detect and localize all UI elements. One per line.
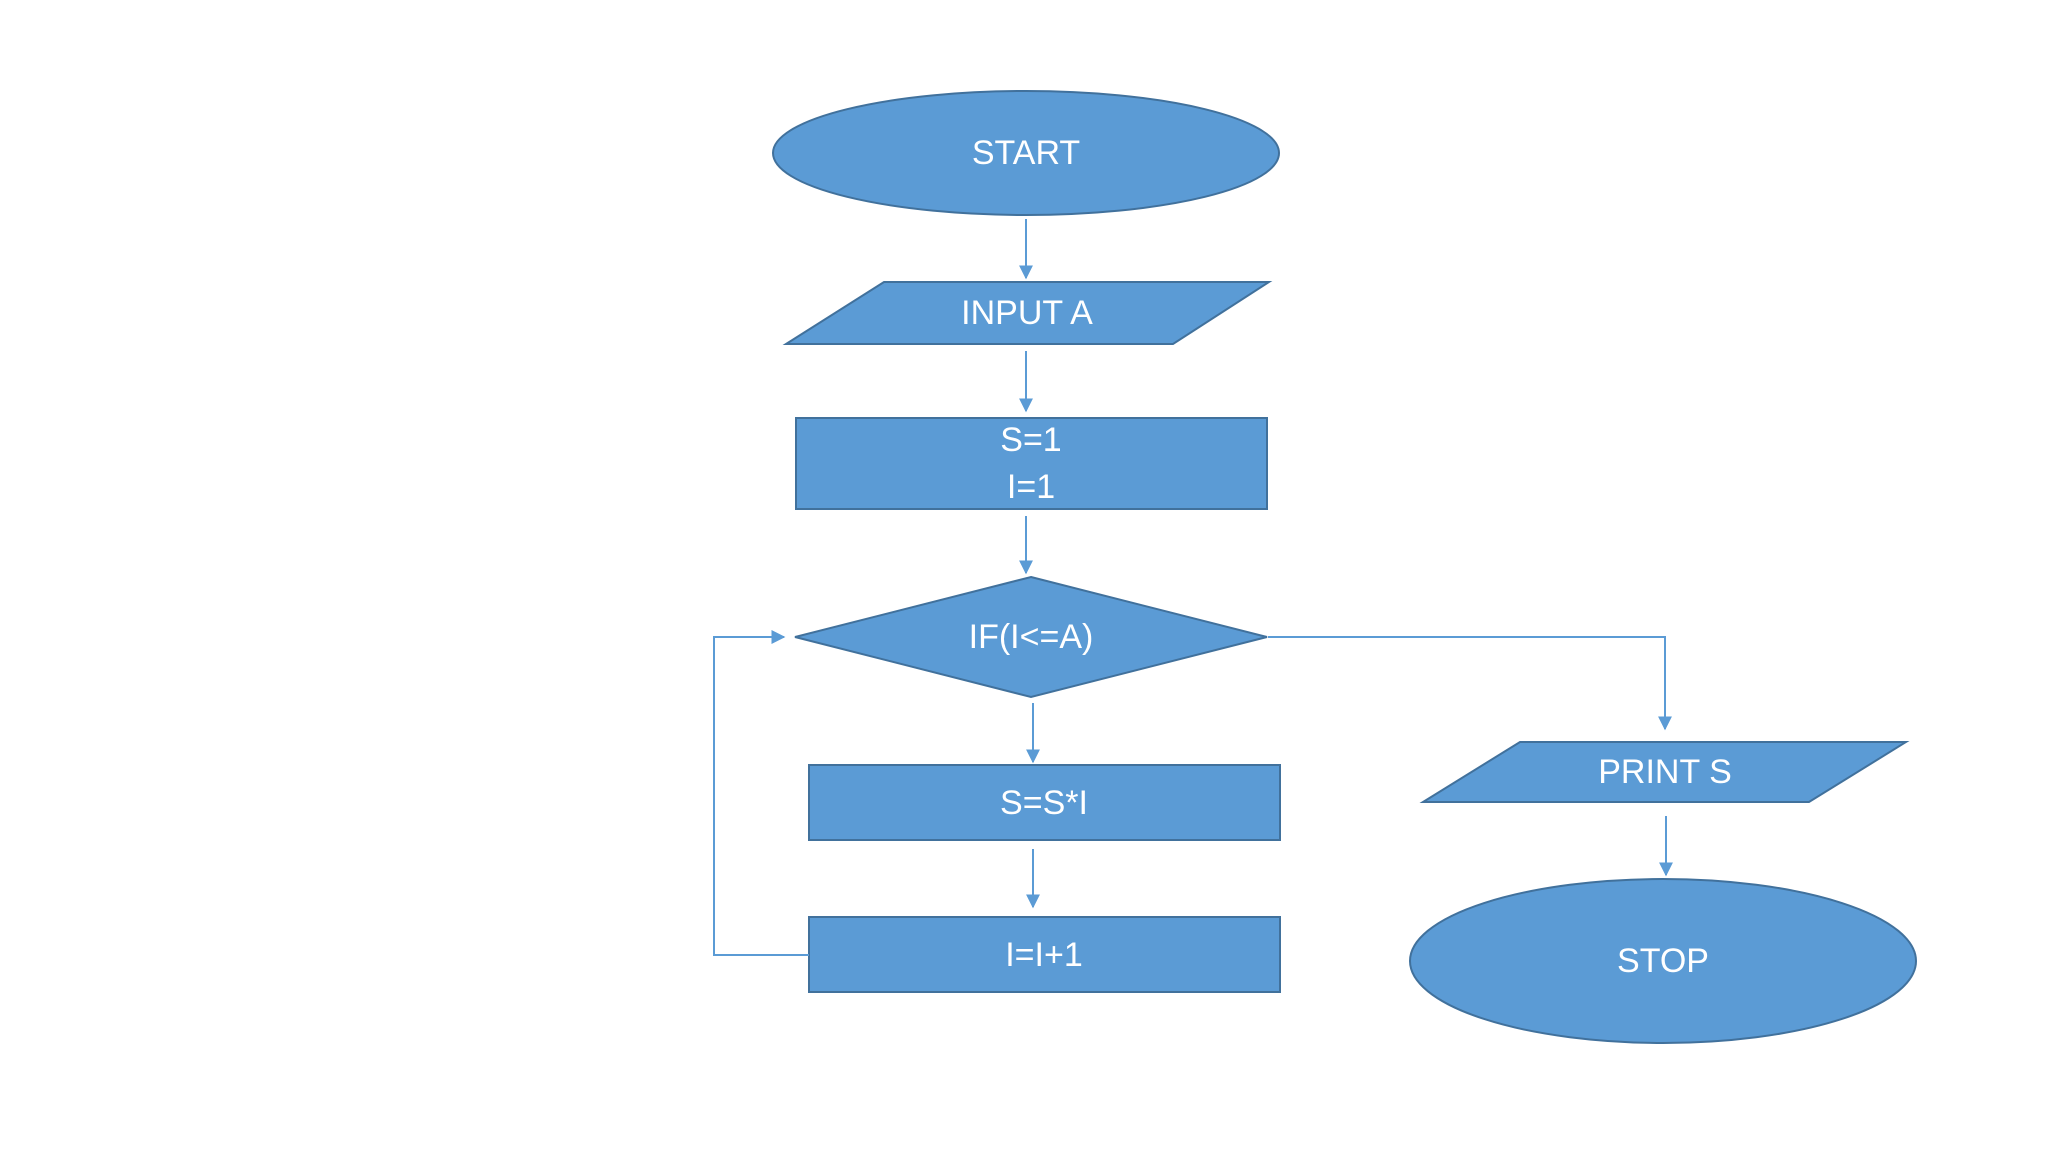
input-label: INPUT A xyxy=(961,294,1093,332)
print-label: PRINT S xyxy=(1598,753,1732,791)
input-parallelogram-shape xyxy=(782,281,1273,345)
stop-label: STOP xyxy=(1617,942,1709,980)
start-label: START xyxy=(972,134,1080,172)
stop-terminal-shape xyxy=(1409,878,1917,1044)
increment-label: I=I+1 xyxy=(1005,936,1083,974)
stop-node: STOP xyxy=(1409,878,1917,1044)
init-i-label: I=1 xyxy=(1007,468,1055,506)
multiply-process-shape xyxy=(808,764,1281,841)
init-process-shape xyxy=(795,417,1268,510)
increment-node: I=I+1 xyxy=(808,916,1281,993)
multiply-label: S=S*I xyxy=(1000,784,1088,822)
init-node: S=1 I=1 xyxy=(795,417,1268,510)
init-s-label: S=1 xyxy=(1000,421,1061,459)
input-node: INPUT A xyxy=(782,281,1273,345)
condition-label: IF(I<=A) xyxy=(969,618,1094,656)
condition-node: IF(I<=A) xyxy=(794,575,1268,699)
start-node: START xyxy=(772,90,1280,216)
multiply-node: S=S*I xyxy=(808,764,1281,841)
start-terminal-shape xyxy=(772,90,1280,216)
print-node: PRINT S xyxy=(1419,741,1910,803)
arrow-loop-back-to-condition xyxy=(713,630,809,956)
arrow-condition-to-print xyxy=(1268,636,1672,731)
print-parallelogram-shape xyxy=(1419,741,1910,803)
condition-diamond-shape xyxy=(794,575,1268,699)
